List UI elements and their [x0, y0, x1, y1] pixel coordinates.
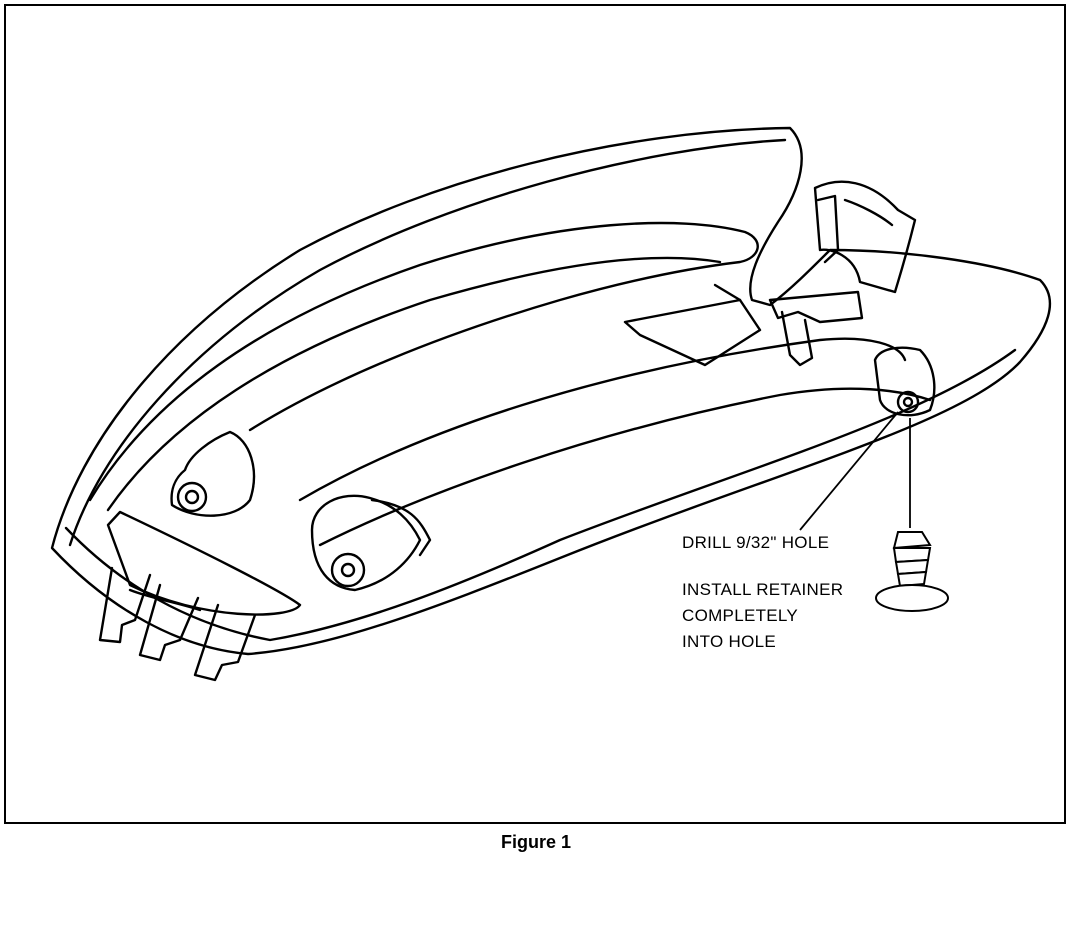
center-boss-hole: [330, 552, 366, 588]
mounting-tab-3: [193, 603, 257, 682]
drill-leader-line: [799, 411, 899, 531]
install-retainer-callout: INSTALL RETAINER COMPLETELY INTO HOLE: [682, 577, 843, 655]
install-line-2: COMPLETELY: [682, 606, 799, 625]
center-boss: [310, 494, 422, 592]
recess-upper-edge: [88, 221, 759, 502]
armrest-inner-rim: [68, 138, 787, 547]
mounting-tab-1: [98, 566, 152, 644]
figure-caption: Figure 1: [500, 832, 571, 852]
figure-frame: [4, 4, 1066, 824]
channel-line-bottom: [318, 387, 932, 547]
channel-line-top: [298, 337, 907, 502]
rear-drill-hole: [896, 390, 920, 414]
mounting-tab-2: [138, 583, 200, 662]
drill-hole-callout: DRILL 9/32" HOLE: [682, 533, 830, 552]
install-line-1: INSTALL RETAINER: [682, 580, 844, 599]
armrest-outer-shell: [50, 126, 1052, 656]
recess-inner-line: [106, 256, 722, 512]
rear-tab: [813, 180, 917, 294]
armrest-lower-lip: [64, 348, 1017, 642]
left-boss: [170, 430, 256, 517]
install-line-3: INTO HOLE: [682, 632, 777, 651]
clip-block: [768, 290, 864, 324]
left-boss-hole: [176, 481, 208, 513]
retainer-screw: [875, 531, 949, 612]
front-panel: [106, 510, 302, 616]
rear-hole-boss: [873, 346, 936, 417]
